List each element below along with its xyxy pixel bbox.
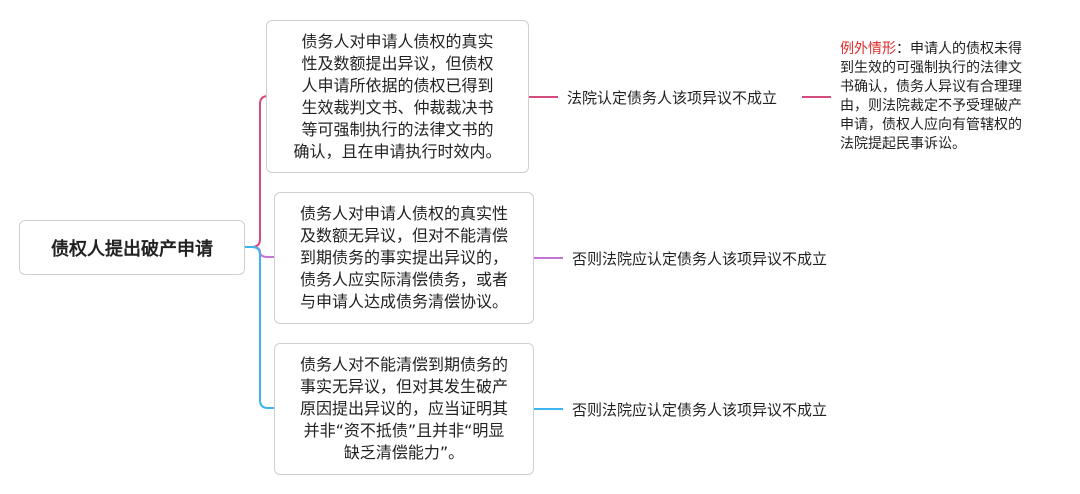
node-text-line: 性及数额提出异议，但债权 — [301, 53, 494, 73]
exception-text-line: 由，则法院裁定不予受理破产 — [840, 98, 1022, 114]
exception-node[interactable]: 例外情形：申请人的债权未得 到生效的可强制执行的法律文 书确认，债务人异议有合理… — [840, 40, 1022, 154]
node-text-line: 缺乏清偿能力”。 — [343, 443, 465, 462]
exception-text-line: 到生效的可强制执行的法律文 — [840, 60, 1022, 76]
node-text-line: 等可强制执行的法律文书的 — [301, 119, 494, 139]
root-label: 债权人提出破产申请 — [51, 238, 213, 260]
exception-text-line: 申请，债权人应向有管辖权的 — [840, 117, 1022, 133]
connector-branch-3 — [245, 246, 274, 409]
connector-branch-1 — [245, 95, 269, 248]
exception-text-line: 法院提起民事诉讼。 — [840, 136, 966, 152]
node-text-line: 并非“资不抵债”且并非“明显 — [303, 421, 505, 440]
node-text-line: 人申请所依据的债权已得到 — [301, 75, 494, 95]
result-node-2[interactable]: 否则法院应认定债务人该项异议不成立 — [572, 250, 828, 268]
branch-node-1[interactable]: 债务人对申请人债权的真实 性及数额提出异议，但债权 人申请所依据的债权已得到 生… — [266, 20, 529, 173]
node-text-line: 债务人应实际清偿债务，或者 — [299, 270, 508, 289]
result-node-1[interactable]: 法院认定债务人该项异议不成立 — [567, 89, 778, 107]
node-text-line: 事实无异议，但对其发生破产 — [299, 377, 508, 396]
branch-node-3[interactable]: 债务人对不能清偿到期债务的 事实无异议，但对其发生破产 原因提出异议的，应当证明… — [274, 343, 534, 475]
node-text-line: 债务人对申请人债权的真实 — [301, 31, 494, 51]
node-text-line: 确认，且在申请执行时效内。 — [293, 141, 502, 161]
node-text-line: 生效裁判文书、仲裁裁决书 — [301, 97, 494, 117]
branch-node-2[interactable]: 债务人对申请人债权的真实性 及数额无异议，但对不能清偿 到期债务的事实提出异议的… — [274, 192, 534, 324]
node-text-line: 与申请人达成债务清偿协议。 — [299, 292, 508, 311]
node-text-line: 及数额无异议，但对不能清偿 — [299, 226, 508, 245]
exception-title: 例外情形 — [840, 41, 896, 57]
node-text-line: 原因提出异议的，应当证明其 — [299, 399, 508, 418]
exception-text-line: ：申请人的债权未得 — [896, 41, 1022, 57]
node-text-line: 债务人对不能清偿到期债务的 — [299, 355, 508, 374]
root-node[interactable]: 债权人提出破产申请 — [19, 220, 245, 275]
exception-text-line: 书确认，债务人异议有合理理 — [840, 79, 1022, 95]
result-node-3[interactable]: 否则法院应认定债务人该项异议不成立 — [572, 401, 828, 419]
node-text-line: 债务人对申请人债权的真实性 — [299, 204, 508, 223]
node-text-line: 到期债务的事实提出异议的， — [299, 248, 508, 267]
